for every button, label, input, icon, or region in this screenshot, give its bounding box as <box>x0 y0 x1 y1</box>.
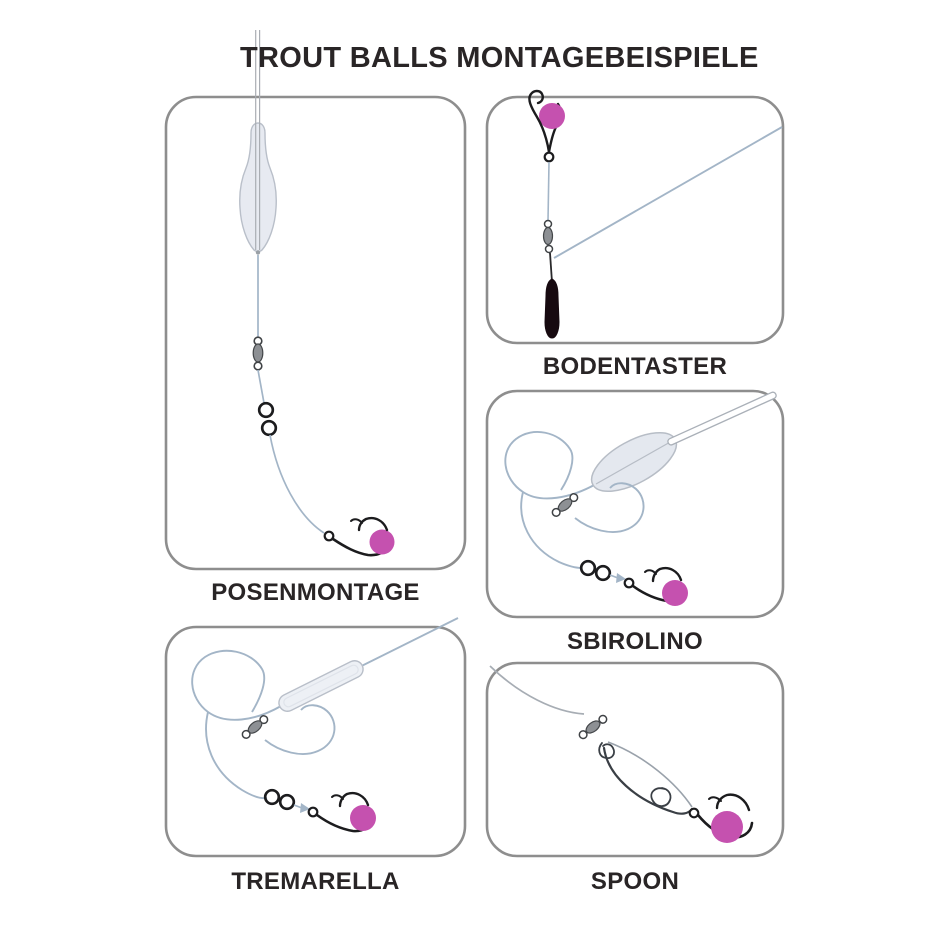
hook-barb <box>708 796 722 802</box>
panel-posenmontage <box>164 95 467 571</box>
hook-point <box>651 566 683 583</box>
hook-barb <box>331 794 344 800</box>
tremarella-glass-icon <box>278 660 364 712</box>
main-line <box>191 617 459 721</box>
sbirolino-antenna-icon <box>667 391 777 446</box>
hook-point <box>715 793 751 812</box>
hook-point <box>528 89 551 154</box>
trout-ball-icon <box>350 805 376 831</box>
hook-eye <box>623 577 635 589</box>
stopper-bead-icon <box>260 419 278 437</box>
leader-line <box>547 161 550 222</box>
tremarella-rig <box>191 617 459 833</box>
float-axis-line <box>595 440 673 485</box>
label-bodentaster: BODENTASTER <box>542 353 728 380</box>
rod-line <box>255 30 261 250</box>
label-spoon: SPOON <box>590 868 680 895</box>
hook-point <box>357 516 389 532</box>
spoon-rig <box>489 665 754 843</box>
trout-ball-icon <box>711 811 743 843</box>
panel-tremarella <box>164 625 467 858</box>
swivel-icon <box>241 715 269 739</box>
label-sbirolino: SBIROLINO <box>566 628 704 655</box>
main-line <box>553 126 783 259</box>
hook-eye <box>543 151 555 163</box>
panel-bodentaster <box>485 95 785 345</box>
label-posenmontage: POSENMONTAGE <box>211 579 420 606</box>
leader-line <box>264 704 336 755</box>
hook-barb <box>350 518 363 524</box>
leader-line <box>257 369 265 404</box>
stopper-bead-icon <box>594 564 612 582</box>
leader-line <box>574 482 645 533</box>
label-tremarella: TREMARELLA <box>231 868 400 895</box>
leader-line <box>520 491 583 569</box>
trout-ball-icon <box>369 529 395 555</box>
hook-eye <box>307 806 319 818</box>
swivel-icon <box>578 714 608 740</box>
split-ring-icon <box>688 807 700 819</box>
leader-line <box>269 434 325 534</box>
main-line <box>489 665 585 715</box>
main-line <box>504 431 673 500</box>
stopper-bead-icon <box>263 788 281 806</box>
bodentaster-rig <box>528 89 783 339</box>
line-arrow <box>616 573 626 583</box>
panel-spoon <box>485 661 785 858</box>
panel-frames <box>164 95 785 858</box>
stopper-bead-icon <box>278 793 296 811</box>
diagram-title: TROUT BALLS MONTAGEBEISPIELE <box>240 42 759 74</box>
line-arrow <box>300 803 310 813</box>
stopper-bead-icon <box>579 559 597 577</box>
trout-ball-icon <box>662 580 688 606</box>
weight-stem <box>549 252 553 283</box>
leader-line <box>205 711 268 800</box>
hook-barb <box>644 569 657 575</box>
spoon-blade-icon <box>602 746 694 815</box>
stopper-bead-icon <box>257 401 275 419</box>
spoon-curl <box>650 787 672 808</box>
panel-sbirolino <box>485 389 785 619</box>
sbirolino-rig <box>504 391 777 606</box>
spoon-blade-icon <box>607 741 693 808</box>
float-bottom-bead <box>255 250 261 255</box>
swivel-icon <box>542 219 554 254</box>
swivel-icon <box>551 493 579 517</box>
posenmontage-rig <box>239 30 395 557</box>
trout-ball-icon <box>539 103 565 129</box>
hook-eye <box>323 530 335 542</box>
snap-icon <box>598 742 615 760</box>
hook-point <box>338 791 370 808</box>
swivel-icon <box>252 336 264 371</box>
bodentaster-weight-icon <box>544 278 560 339</box>
